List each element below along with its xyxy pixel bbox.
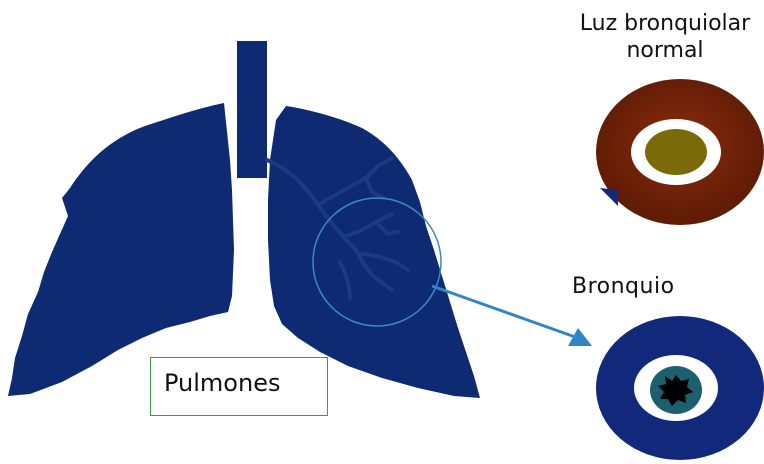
right-lung	[268, 106, 480, 398]
normal-lumen-label-line2: normal	[566, 37, 764, 64]
normal-bronchiole	[596, 79, 764, 225]
constricted-bronchus	[596, 316, 764, 460]
lungs-label: Pulmones	[164, 368, 280, 398]
left-lung	[8, 103, 234, 396]
bronchus-label: Bronquio	[572, 274, 675, 300]
lungs-label-box: Pulmones	[150, 357, 328, 416]
trachea	[237, 41, 267, 178]
normal-lumen-label: Luz bronquiolar normal	[566, 10, 764, 64]
normal-lumen-label-line1: Luz bronquiolar	[566, 10, 764, 37]
